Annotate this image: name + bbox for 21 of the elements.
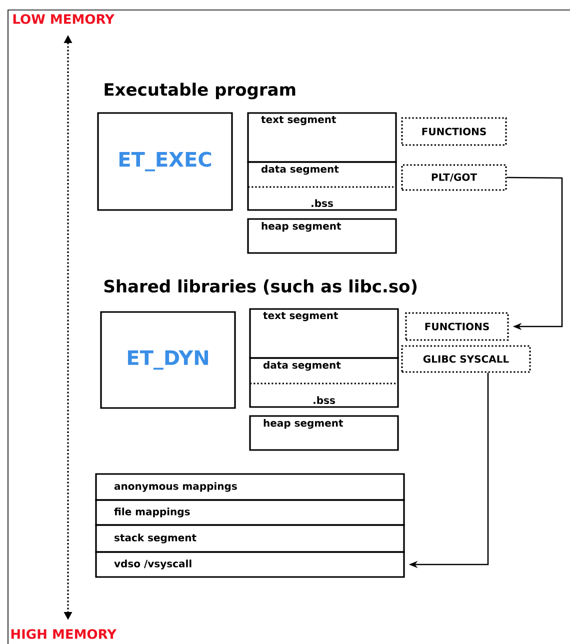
section-box: GLIBC SYSCALL bbox=[401, 345, 531, 373]
segment-box: heap segment bbox=[249, 415, 399, 451]
memory-label: HIGH MEMORY bbox=[11, 629, 117, 639]
memory-label: LOW MEMORY bbox=[13, 14, 115, 24]
section-box: PLT/GOT bbox=[401, 164, 507, 191]
segment-box: data segment .bss bbox=[247, 161, 397, 211]
section-heading: Executable program bbox=[104, 82, 296, 100]
segment-box: heap segment bbox=[247, 218, 397, 254]
section-box: FUNCTIONS bbox=[405, 312, 509, 341]
arrow bbox=[506, 176, 563, 330]
mapping-row: vdso /vsyscall bbox=[95, 551, 405, 578]
section-heading: Shared libraries (such as libc.so) bbox=[104, 279, 417, 295]
segment-box: text segment bbox=[247, 112, 397, 163]
elf-type-box: ET_DYN bbox=[100, 311, 236, 409]
mapping-row: stack segment bbox=[95, 524, 405, 553]
segment-box: text segment bbox=[249, 308, 399, 359]
section-box: FUNCTIONS bbox=[401, 117, 507, 146]
mapping-row: file mappings bbox=[95, 499, 405, 526]
elf-type-box: ET_EXEC bbox=[97, 112, 233, 211]
mapping-row: anonymous mappings bbox=[95, 473, 405, 501]
segment-box: data segment .bss bbox=[249, 357, 399, 408]
